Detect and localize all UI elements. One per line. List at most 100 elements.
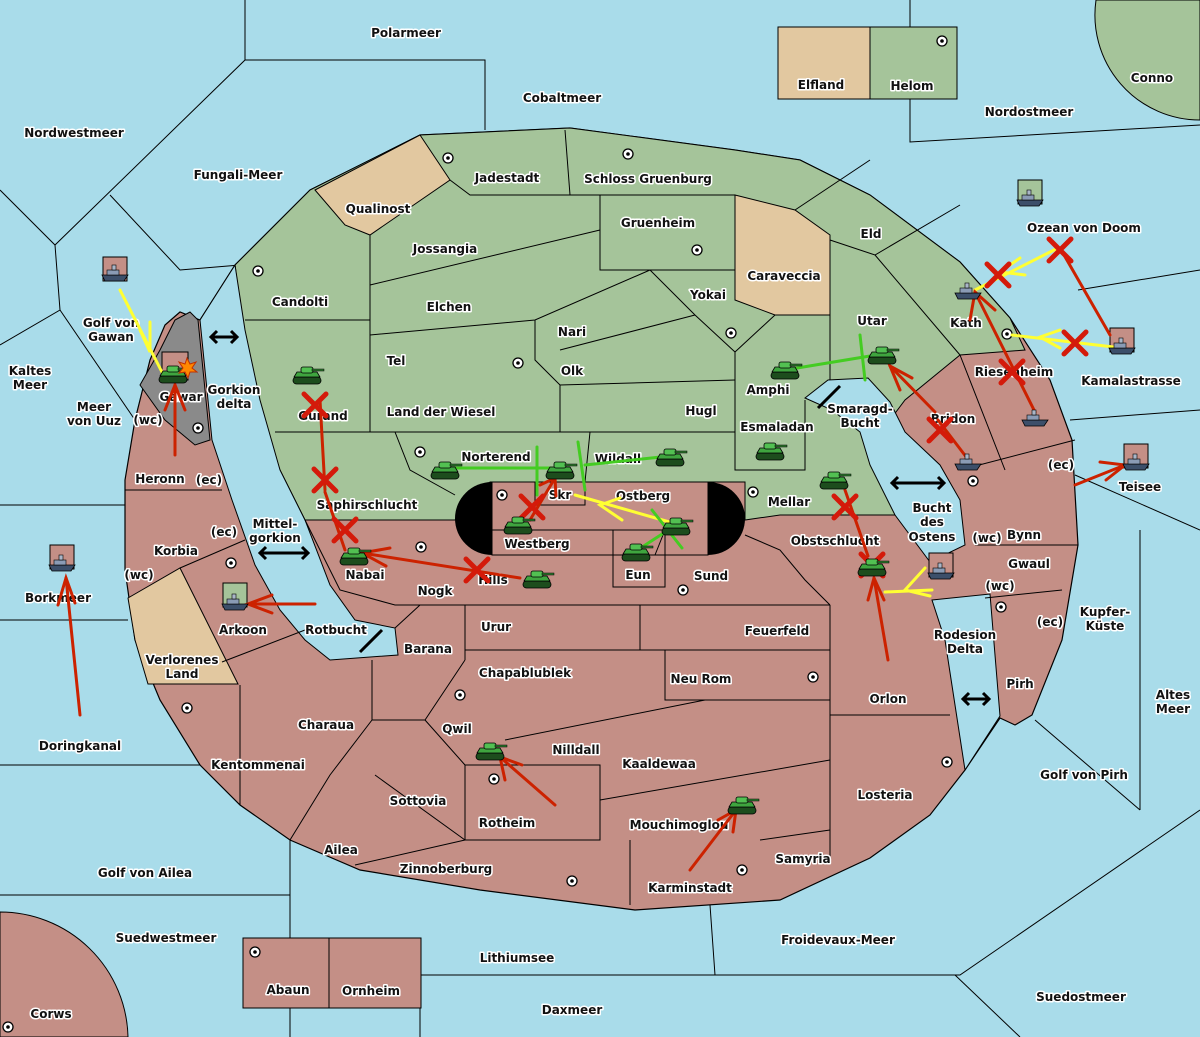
province-label: Fungali-Meer [194,168,283,182]
province-label: Ornheim [342,984,400,998]
region-corws[interactable] [0,911,129,1037]
province-label: Schloss Gruenburg [584,172,712,186]
province-label: Polarmeer [371,26,441,40]
province-label: Heronn [135,472,184,486]
land-borders [125,129,1078,905]
region-elfland[interactable] [777,26,871,100]
province-label: Golf von [83,316,139,330]
province-label: Elfland [798,78,844,92]
province-label: Jadestadt [474,171,540,185]
province-label: Arkoon [219,623,267,637]
province-label: Nari [558,325,586,339]
province-label: Eun [625,568,650,582]
province-label: Yokai [689,288,726,302]
province-label: Kath [950,316,982,330]
province-label: (wc) [124,568,153,582]
province-label: Korbia [154,544,198,558]
province-label: Golf von Pirh [1040,768,1128,782]
province-label: delta [217,397,252,411]
province-label: (ec) [211,525,237,539]
province-label: (wc) [985,579,1014,593]
province-label: Kamalastrasse [1081,374,1181,388]
province-label: Nilldall [552,743,599,757]
province-label: Gwaul [1008,557,1050,571]
province-label: Suedostmeer [1036,990,1126,1004]
province-label: Bucht [912,501,951,515]
sea-rodesion-delta [931,593,1001,772]
province-label: Kaaldewaa [622,757,696,771]
province-label: Orlon [869,692,906,706]
province-label: Küste [1086,619,1125,633]
province-label: Zinnoberburg [400,862,492,876]
province-label: Rotheim [479,816,536,830]
province-label: Hugl [685,404,716,418]
region-qualinost[interactable] [314,134,451,236]
province-label: Delta [947,642,983,656]
region-conno[interactable] [1094,0,1200,121]
province-label: Land [166,667,199,681]
province-label: Obstschlucht [791,534,880,548]
province-label: Lithiumsee [480,951,555,965]
province-label: Gorkion [208,383,261,397]
province-label: Nordostmeer [985,105,1074,119]
province-label: Eld [861,227,882,241]
province-label: Charaua [298,718,354,732]
province-label: Golf von Ailea [98,866,192,880]
province-label: Meer [77,400,111,414]
adjacency-arrows [208,329,992,707]
province-label: Saphirschlucht [317,498,418,512]
province-label: (ec) [196,473,222,487]
province-label: gorkion [249,531,301,545]
province-label: Corws [30,1007,71,1021]
province-label: Altes [1156,688,1190,702]
province-label: des [920,515,944,529]
province-label: Candolti [272,295,328,309]
province-label: Amphi [746,383,789,397]
province-label: Mittel- [253,517,298,531]
province-label: Meer [13,378,47,392]
province-label: Cobaltmeer [523,91,601,105]
sea-inner-east [804,377,966,563]
province-label: Conno [1131,71,1173,85]
province-label: (ec) [1037,615,1063,629]
province-label: Norterend [461,450,530,464]
province-label: (wc) [972,531,1001,545]
land-green [234,127,1026,521]
province-label: Karminstadt [648,881,732,895]
province-label: Helom [890,79,933,93]
province-label: Urur [481,620,511,634]
province-label: Verlorenes [146,653,219,667]
province-label: Sottovia [390,794,447,808]
province-label: Smaragd- [827,402,892,416]
province-label: Samyria [775,852,830,866]
supply-centers [2,35,1013,1033]
region-verlorenes-land[interactable] [127,567,239,685]
province-label: Skr [549,488,572,502]
province-label: Ostberg [616,489,670,503]
province-label: Tel [387,354,406,368]
province-label: Jossangia [412,242,477,256]
province-label: Daxmeer [542,1003,603,1017]
province-label: Esmaladan [740,420,813,434]
province-label: Olk [561,364,584,378]
province-label: Rotbucht [305,623,367,637]
province-label: Losteria [857,788,912,802]
province-label: Westberg [504,537,569,551]
province-label: Elchen [427,300,472,314]
province-label: Meer [1156,702,1190,716]
province-label: Gruenheim [621,216,695,230]
province-label: Sund [694,569,728,583]
province-label: Neu Rom [671,672,732,686]
province-label: Pirh [1006,677,1033,691]
province-label: Utar [857,314,887,328]
province-label: Kaltes [9,364,52,378]
region-ornheim[interactable] [328,937,422,1009]
province-label: Nordwestmeer [24,126,124,140]
province-label: von Uuz [67,414,121,428]
province-label: Barana [404,642,452,656]
explosion-icon [177,356,199,380]
province-label: Mellar [768,495,810,509]
province-label: Teisee [1119,480,1161,494]
